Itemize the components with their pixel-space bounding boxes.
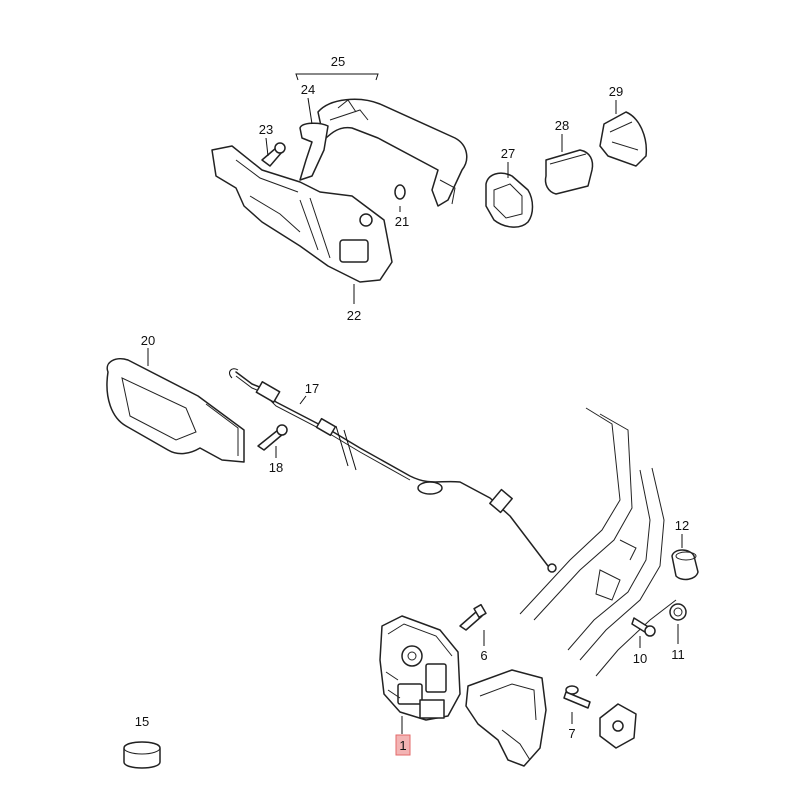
callout-1: 1: [399, 738, 406, 753]
callout-27: 27: [501, 146, 515, 161]
callout-10: 10: [633, 651, 647, 666]
door-frame: [519, 407, 677, 677]
o-ring-21: [394, 184, 406, 200]
callout-12: 12: [675, 518, 689, 533]
callout-6: 6: [480, 648, 487, 663]
callout-21: 21: [395, 214, 409, 229]
interior-handle-20: [106, 358, 245, 463]
lock-bracket: [465, 669, 547, 767]
callout-24: 24: [301, 82, 315, 97]
grease-cap-15: [123, 741, 161, 769]
gasket-24: [299, 122, 329, 181]
callout-20: 20: [141, 333, 155, 348]
callout-18: 18: [269, 460, 283, 475]
callout-29: 29: [609, 84, 623, 99]
callout-25: 25: [331, 54, 345, 69]
bracket-25: [295, 73, 379, 81]
cable-17: [229, 368, 557, 573]
exterior-handle-25: [317, 98, 468, 207]
callout-11: 11: [671, 647, 685, 662]
screw-10: [631, 617, 656, 637]
callout-7: 7: [568, 726, 575, 741]
bolt-7: [563, 685, 591, 709]
handle-carrier-22: [211, 145, 393, 283]
callout-15: 15: [135, 714, 149, 729]
gasket-27: [485, 172, 534, 228]
callout-labels: 25 24 23 21 22 27 28 29 20 17 18 12 10 1…: [135, 54, 689, 753]
leader-lines: [147, 97, 683, 734]
screw-18: [257, 424, 288, 451]
callout-22: 22: [347, 308, 361, 323]
pin-6: [459, 603, 487, 631]
cap-28: [544, 149, 594, 195]
plug-11: [669, 603, 687, 621]
cover-29: [599, 111, 648, 167]
callout-17: 17: [305, 381, 319, 396]
callout-28: 28: [555, 118, 569, 133]
highlight-box-1: [395, 734, 411, 756]
door-lock-1: [379, 615, 461, 721]
striker-plate: [599, 703, 637, 749]
screw-23: [261, 142, 286, 167]
stopper-12: [671, 549, 699, 581]
callout-23: 23: [259, 122, 273, 137]
